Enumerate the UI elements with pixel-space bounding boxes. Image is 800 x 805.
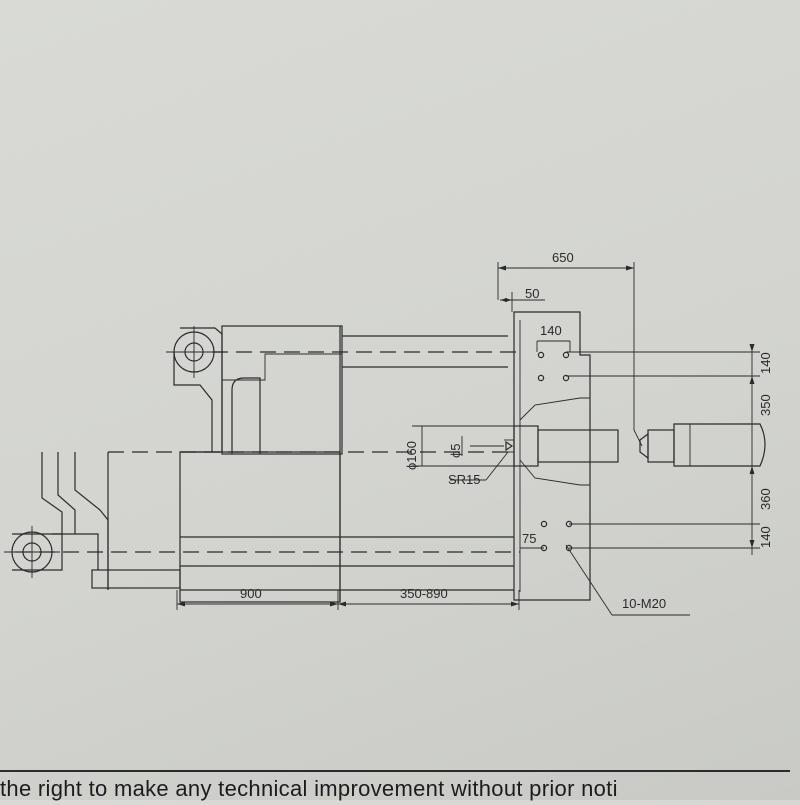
leader-sr15: SR15 [448, 451, 509, 487]
clamp-body [108, 325, 514, 603]
dim-50: 50 [500, 286, 545, 312]
toggle-link-lower [4, 452, 181, 590]
dim-140-bottom-label: 140 [758, 526, 773, 548]
footer-rule [0, 770, 790, 772]
dim-360-label: 360 [758, 488, 773, 510]
footer-text: the right to make any technical improvem… [0, 776, 618, 801]
injection-unit [639, 423, 766, 467]
dim-650-label: 650 [552, 250, 574, 265]
tie-bars [15, 335, 520, 567]
right-dims: 140 350 360 140 [566, 344, 773, 555]
dim-phi160-label: ϕ160 [404, 441, 419, 470]
bottom-dims: 900 350-890 [176, 586, 520, 610]
dim-140-top: 140 [536, 323, 571, 352]
thread-label: 10-M20 [622, 596, 666, 611]
dim-phi5-label: ϕ5 [448, 443, 463, 458]
dim-75: 75 [520, 531, 544, 549]
dim-140-right-label: 140 [758, 352, 773, 374]
nozzle-assembly [470, 425, 619, 467]
dim-900-label: 900 [240, 586, 262, 601]
dim-50-label: 50 [525, 286, 539, 301]
dim-phi5: ϕ5 [448, 436, 463, 458]
dim-350-890-label: 350-890 [400, 586, 448, 601]
dim-75-label: 75 [522, 531, 536, 546]
leader-10-m20: 10-M20 [565, 544, 690, 616]
dim-350-label: 350 [758, 394, 773, 416]
fixed-platen [513, 311, 591, 601]
dim-140-top-label: 140 [540, 323, 562, 338]
dim-650: 650 [497, 250, 643, 447]
toggle-link-upper [166, 326, 222, 452]
sr15-label: SR15 [448, 472, 481, 487]
